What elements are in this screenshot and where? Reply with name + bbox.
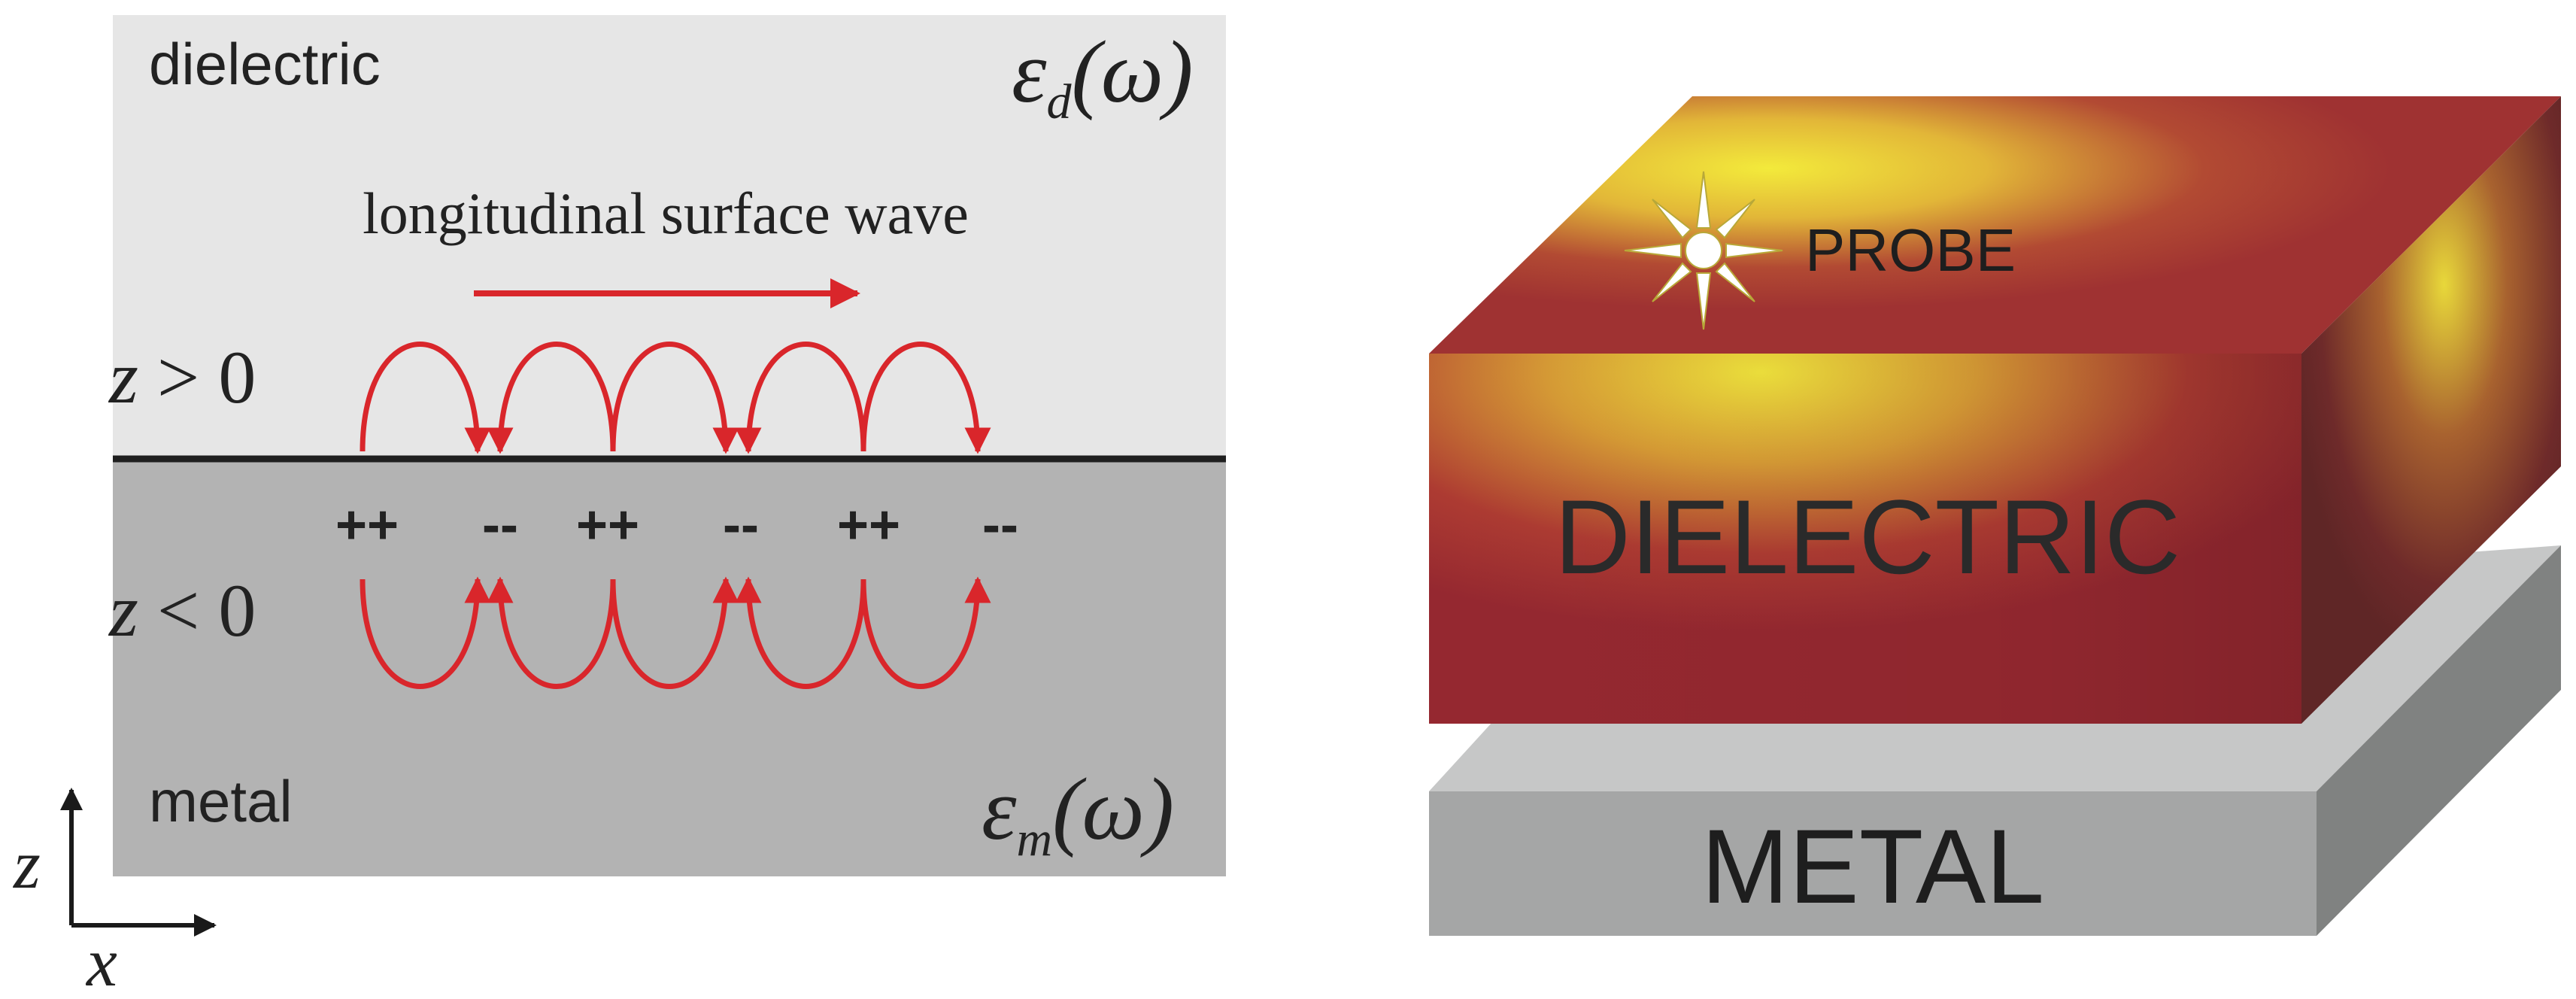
probe-setup-illustration: PROBE DIELECTRIC METAL xyxy=(1429,96,2561,936)
dielectric-label: dielectric xyxy=(149,31,381,97)
dielectric-block-top xyxy=(1429,96,2561,354)
probe-star-icon xyxy=(1624,171,1783,330)
charge-negative: -- xyxy=(723,495,759,555)
z-positive-label: z > 0 xyxy=(108,336,256,419)
field-arc-upper xyxy=(860,342,991,454)
charge-negative: -- xyxy=(982,495,1018,555)
metal-slab-front xyxy=(1429,791,2317,936)
z-axis-label: z xyxy=(12,826,41,903)
field-arc-lower xyxy=(487,576,616,689)
field-arc-upper xyxy=(487,342,616,454)
metal-region xyxy=(113,459,1226,876)
surface-wave-diagram: dielectric metal εd(ω) εm(ω) longitudina… xyxy=(12,15,1226,999)
wave-label: longitudinal surface wave xyxy=(363,181,969,246)
field-arc-upper xyxy=(735,342,866,454)
surface-charges: ++ -- ++ -- ++ -- xyxy=(335,495,1018,555)
field-lines-upper xyxy=(360,342,991,454)
epsilon-d-label: εd(ω) xyxy=(1012,23,1193,129)
metal-label: metal xyxy=(149,768,293,834)
coordinate-axes: z x xyxy=(12,788,217,999)
probe-label: PROBE xyxy=(1805,217,2016,284)
field-lines-lower xyxy=(360,576,991,689)
dielectric-block-front-shade xyxy=(1429,354,2301,724)
field-arc-upper xyxy=(360,342,491,454)
metal-block-label: METAL xyxy=(1701,807,2044,925)
charge-positive: ++ xyxy=(576,495,639,555)
dielectric-region xyxy=(113,15,1226,459)
field-arc-lower xyxy=(360,576,491,689)
z-negative-label: z < 0 xyxy=(108,569,256,652)
field-arc-lower xyxy=(735,576,866,689)
field-arc-upper xyxy=(610,342,739,454)
charge-positive: ++ xyxy=(335,495,399,555)
charge-negative: -- xyxy=(482,495,518,555)
dielectric-block-label: DIELECTRIC xyxy=(1555,478,2180,596)
field-arc-lower xyxy=(860,576,991,689)
epsilon-m-label: εm(ω) xyxy=(982,760,1174,867)
field-arc-lower xyxy=(610,576,739,689)
x-axis-label: x xyxy=(85,924,117,995)
charge-positive: ++ xyxy=(837,495,900,555)
dielectric-block-side xyxy=(2301,96,2561,724)
metal-slab-side xyxy=(2317,545,2561,936)
